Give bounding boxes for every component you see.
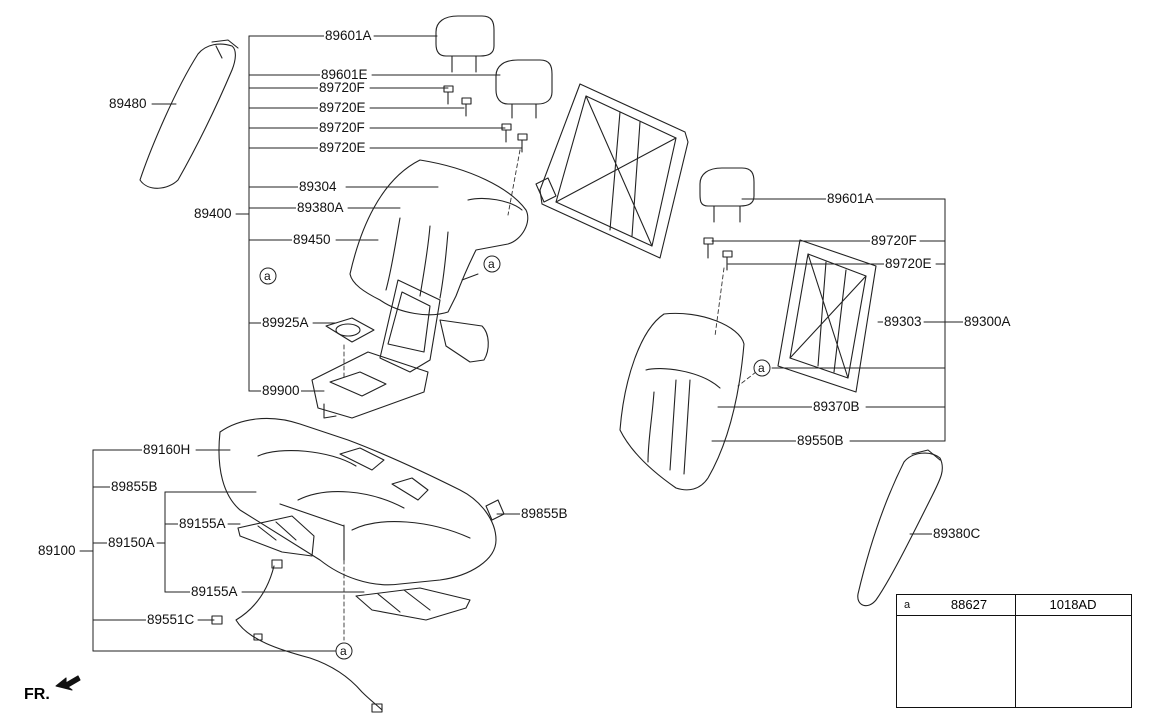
- seatback-left-cushion: [349, 159, 529, 316]
- label-89720E-1: 89720E: [318, 100, 367, 115]
- callout-a-4: a: [340, 644, 347, 658]
- seatback-right-cushion: [619, 312, 745, 491]
- legend-callout-a: a: [904, 599, 911, 611]
- label-89303: 89303: [883, 314, 923, 329]
- label-89720E-2: 89720E: [318, 140, 367, 155]
- front-marker: FR.: [24, 686, 50, 703]
- legend-header-col1: 88627: [897, 595, 1015, 616]
- legend-part-1018AD: 1018AD: [1049, 597, 1097, 612]
- legend-divider: [1015, 595, 1016, 707]
- label-89380C: 89380C: [932, 526, 982, 541]
- wire-harness: [211, 559, 383, 713]
- under-seat-pad-rear: [355, 587, 471, 621]
- dashed-guides: [343, 149, 757, 641]
- front-arrow-icon: [55, 675, 81, 691]
- callout-circles: [259, 255, 915, 660]
- callout-a-2: a: [488, 257, 495, 271]
- label-89155A-1: 89155A: [178, 516, 227, 531]
- label-89155A-2: 89155A: [190, 584, 239, 599]
- legend-part-88627: 88627: [950, 597, 988, 612]
- label-89720F-right: 89720F: [870, 233, 918, 248]
- label-89551C: 89551C: [146, 612, 196, 627]
- label-89855B-right: 89855B: [520, 506, 569, 521]
- headrest-right: [699, 167, 755, 223]
- callout-a-3: a: [758, 361, 765, 375]
- label-89855B-left: 89855B: [110, 479, 159, 494]
- under-seat-pad-front: [237, 515, 315, 557]
- label-89900: 89900: [261, 383, 301, 398]
- label-89300A: 89300A: [963, 314, 1012, 329]
- label-89380A: 89380A: [296, 200, 345, 215]
- legend-table: 88627 1018AD: [896, 594, 1132, 708]
- label-89450: 89450: [292, 232, 332, 247]
- label-89480: 89480: [108, 96, 148, 111]
- label-89720E-right: 89720E: [884, 256, 933, 271]
- label-89720F-1: 89720F: [318, 80, 366, 95]
- cup-holder: [325, 317, 375, 343]
- armrest-assembly: [311, 279, 489, 419]
- headrest-top-left: [435, 15, 495, 73]
- label-89720F-2: 89720F: [318, 120, 366, 135]
- label-89370B: 89370B: [812, 399, 861, 414]
- seatback-frame-center: [535, 83, 689, 259]
- label-89400: 89400: [193, 206, 233, 221]
- label-89925A: 89925A: [261, 315, 310, 330]
- label-89601E: 89601E: [320, 67, 369, 82]
- side-bolster-left: [139, 39, 239, 189]
- callout-a-1: a: [264, 269, 271, 283]
- headrest-top-center: [495, 59, 553, 119]
- label-89100: 89100: [37, 543, 77, 558]
- seatback-frame-right: [777, 239, 877, 393]
- label-89550B: 89550B: [796, 433, 845, 448]
- clip-right: [485, 499, 505, 521]
- label-89601A-top: 89601A: [324, 28, 373, 43]
- label-89304: 89304: [298, 179, 338, 194]
- leader-lines: [79, 35, 964, 652]
- label-89160H: 89160H: [142, 442, 192, 457]
- label-89601A-right: 89601A: [826, 191, 875, 206]
- side-bolster-right: [857, 449, 943, 607]
- bolts-set: [443, 85, 733, 271]
- seat-cushion: [218, 417, 497, 586]
- label-89150A: 89150A: [107, 535, 156, 550]
- legend-header-col2: 1018AD: [1015, 595, 1131, 616]
